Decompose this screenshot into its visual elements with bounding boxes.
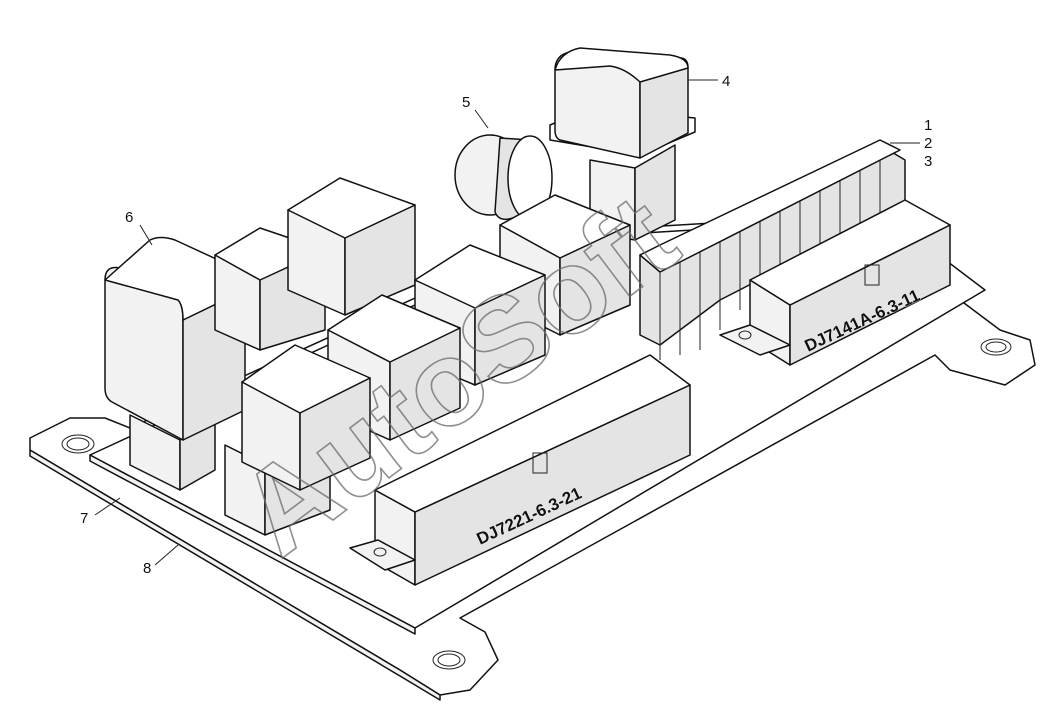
- callout-8: 8: [143, 560, 151, 577]
- callout-labels: 1 2 3 4 5 6 7 8: [80, 73, 932, 577]
- callout-leaders: [94, 79, 920, 566]
- component-5: [454, 134, 553, 221]
- relay-4: [549, 47, 696, 241]
- callout-2: 2: [924, 135, 932, 152]
- callout-4: 4: [722, 73, 730, 90]
- relay-back-mid: [287, 177, 416, 316]
- callout-1: 1: [924, 117, 932, 134]
- relay-front-left: [224, 344, 371, 536]
- callout-5: 5: [462, 94, 470, 111]
- callout-3: 3: [924, 153, 932, 170]
- callout-7: 7: [80, 510, 88, 527]
- callout-6: 6: [125, 209, 133, 226]
- fuse-row: [639, 139, 906, 360]
